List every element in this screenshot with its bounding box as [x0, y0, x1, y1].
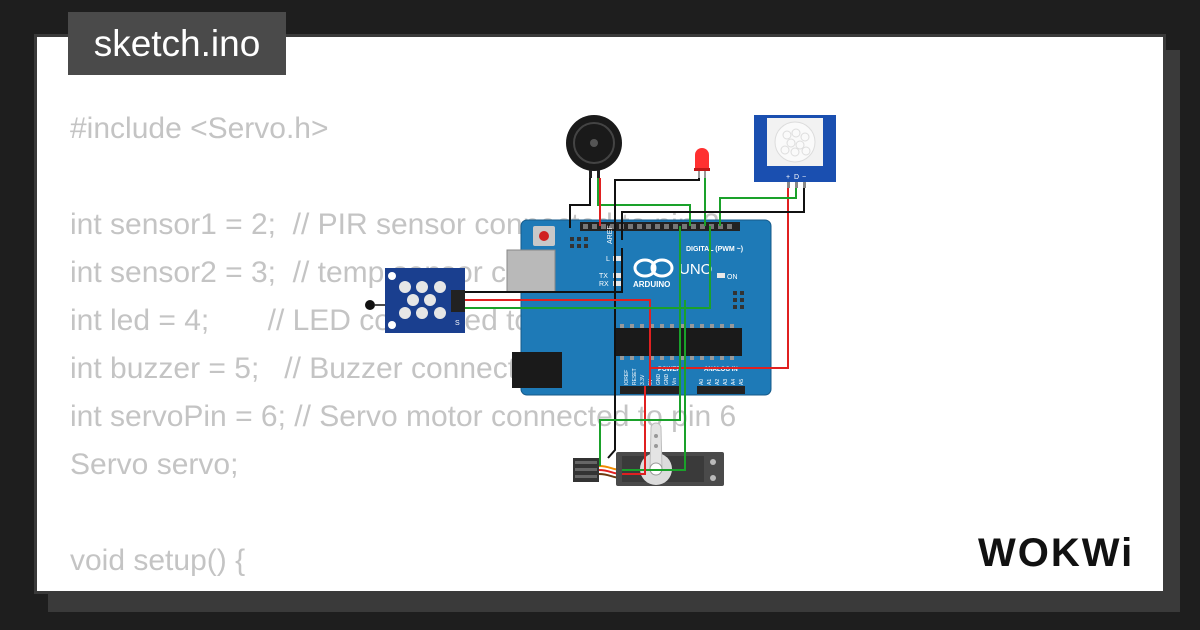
analog-header-label: ANALOG IN [704, 367, 738, 373]
analog-pin-label: A4 [731, 379, 737, 385]
wire-pir-gnd [621, 188, 805, 240]
pir-pin-label: − [802, 174, 806, 181]
pir-sensor-icon: + D − [754, 115, 836, 188]
buzzer-icon [566, 115, 622, 178]
analog-pin-label: A0 [699, 379, 705, 385]
analog-pin-labels: A0 A1 A2 A3 A4 A5 [699, 379, 745, 385]
aref-label: AREF [607, 225, 614, 244]
wires [465, 178, 805, 475]
temperature-sensor-icon: S [365, 268, 465, 333]
wire-temp-gnd [465, 248, 623, 293]
power-pin-label: IOREF [624, 370, 630, 385]
on-label: ON [727, 274, 738, 281]
pir-pin-labels: + D − [786, 174, 806, 181]
wokwi-logo: WOKWi [978, 531, 1134, 575]
power-pin-label: Vin [672, 378, 678, 385]
power-pin-label: 3.3V [640, 374, 646, 385]
rx-label: RX [599, 281, 609, 288]
power-pin-label: GND [664, 374, 670, 386]
wire-servo-signal-2 [599, 226, 681, 466]
wire-pir-vcc [650, 188, 789, 369]
l-led-label: L [606, 256, 610, 263]
tx-label: TX [599, 273, 608, 280]
wire-buzzer-signal [597, 178, 691, 226]
uno-label: UNO [679, 261, 712, 278]
pir-pin-label: + [786, 174, 790, 181]
wire-servo-signal [622, 300, 686, 471]
power-pin-label: RESET [632, 368, 638, 385]
wire-servo-vcc [622, 386, 646, 475]
code-line: void setup() { [70, 544, 246, 577]
pir-pin-label: D [794, 174, 799, 181]
power-header-label: POWER [658, 367, 681, 373]
arduino-label: ARDUINO [633, 280, 670, 289]
code-line: int sensor1 = 2; // PIR sensor connected… [70, 208, 720, 241]
filename-tab[interactable]: sketch.ino [68, 12, 286, 75]
analog-pin-label: A3 [723, 379, 729, 385]
wire-temp-signal [465, 226, 711, 309]
power-pin-label: GND [656, 374, 662, 386]
code-line: Servo servo; [70, 448, 239, 481]
wokwi-logo-text: WOKWi [978, 531, 1134, 575]
reset-button[interactable] [539, 231, 549, 241]
code-line: #include <Servo.h> [70, 112, 329, 145]
servo-motor-icon [573, 422, 724, 486]
arduino-infinity-logo [633, 258, 674, 278]
code-line: int servoPin = 6; // Servo motor connect… [70, 400, 737, 433]
red-led-icon [694, 148, 710, 178]
wire-led-gnd [607, 178, 700, 459]
digital-header-label: DIGITAL (PWM ~) [686, 246, 743, 253]
analog-pin-label: A1 [707, 379, 713, 385]
temp-pin-label: S [455, 320, 460, 327]
wire-temp-vcc [465, 299, 651, 386]
analog-pin-label: A5 [739, 379, 745, 385]
wire-buzzer-gnd [569, 178, 591, 228]
analog-pin-label: A2 [715, 379, 721, 385]
